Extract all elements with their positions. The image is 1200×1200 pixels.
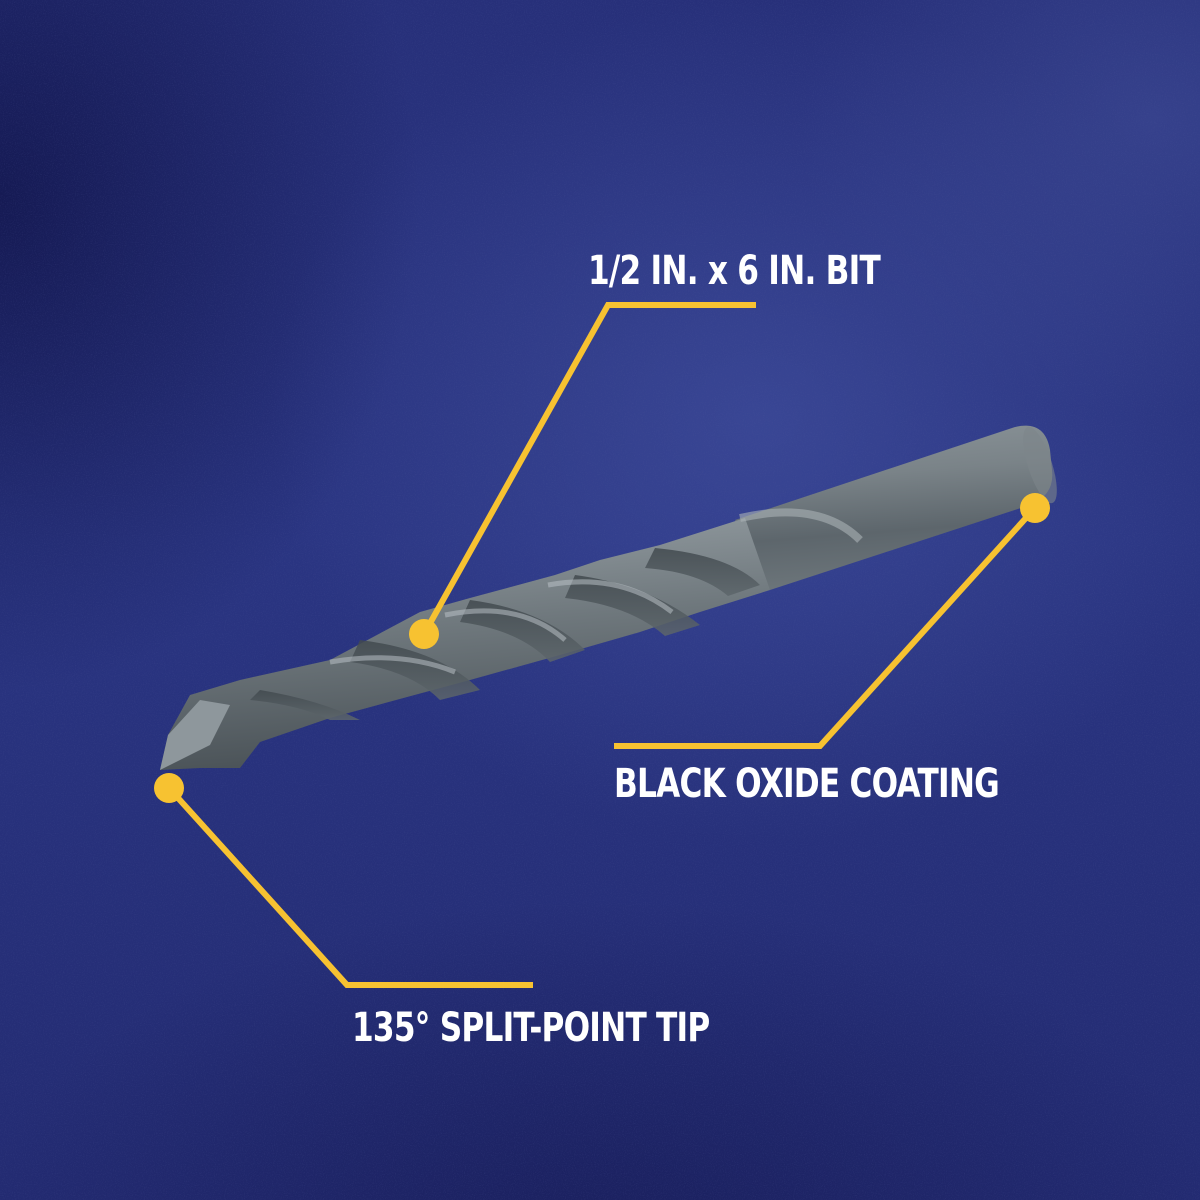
callout-label-size: 1/2 IN. x 6 IN. BIT <box>588 248 881 294</box>
drill-bit-image <box>160 425 1057 770</box>
callout-dot-icon <box>154 773 184 803</box>
callout-line-coating <box>614 505 1038 749</box>
callout-line-tip <box>166 785 533 988</box>
callout-dot-icon <box>409 619 439 649</box>
callout-label-tip: 135° SPLIT-POINT TIP <box>352 1005 710 1051</box>
callout-dot-icon <box>1020 493 1050 523</box>
drill-shank <box>735 425 1053 590</box>
callout-line-size <box>421 302 756 636</box>
callout-label-coating: BLACK OXIDE COATING <box>614 761 1000 807</box>
